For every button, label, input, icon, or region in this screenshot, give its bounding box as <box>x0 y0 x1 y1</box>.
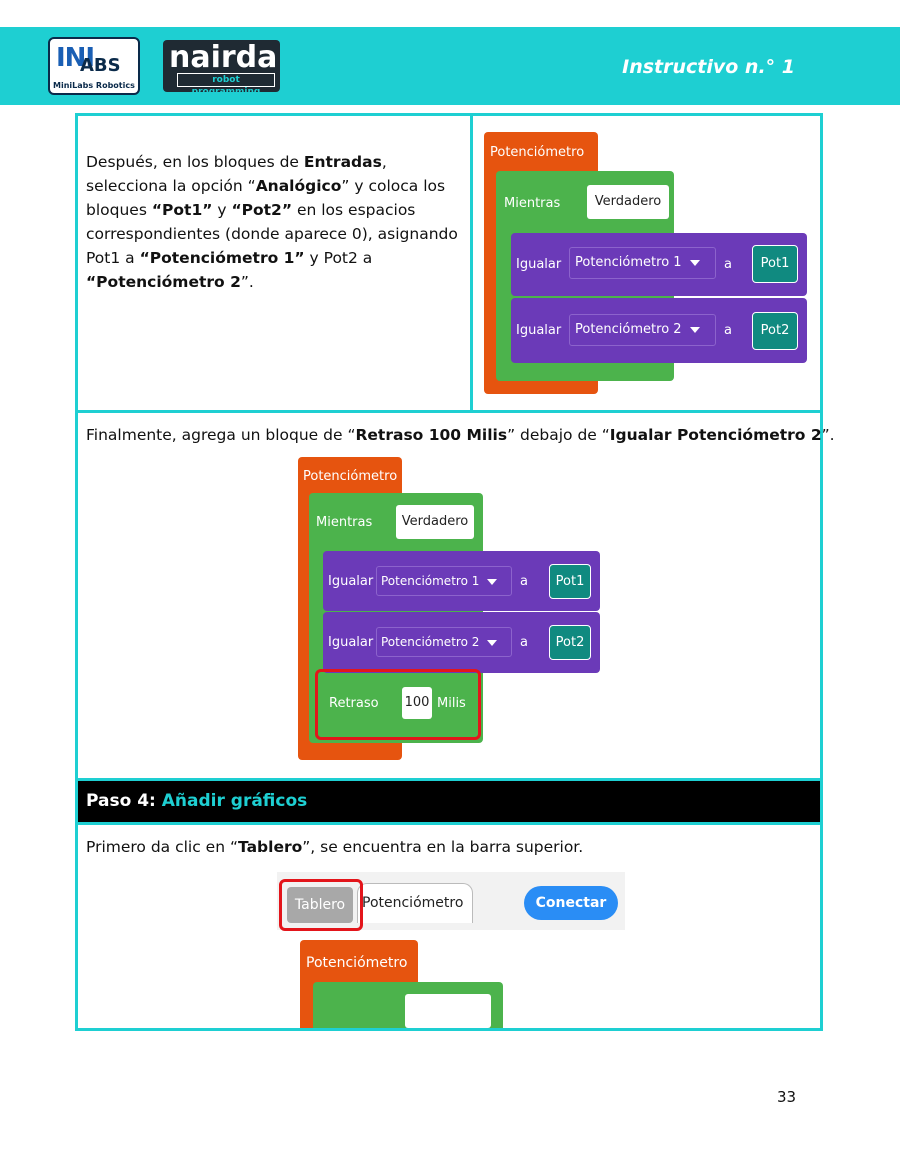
section-2-text: Finalmente, agrega un bloque de “Retraso… <box>86 426 835 444</box>
delay-block: Retraso 100 Milis <box>322 675 472 733</box>
doc-title: Instructivo n.° 1 <box>622 56 795 78</box>
minilabs-logo: INI ABS MiniLabs Robotics <box>48 37 140 95</box>
logo-mini-sub: MiniLabs Robotics <box>53 81 135 90</box>
set-block-1-label: Igualar <box>516 257 562 272</box>
section-4-text: Primero da clic en “Tablero”, se encuent… <box>86 838 584 856</box>
delay-value: 100 <box>402 687 432 719</box>
tab-program[interactable]: Potenciómetro <box>357 883 473 923</box>
tab-dashboard[interactable]: Tablero <box>287 887 353 923</box>
set-block-1-dropdown[interactable]: Potenciómetro 1 <box>569 247 716 279</box>
step-4-prefix: Paso 4: <box>86 791 162 811</box>
set-block-2-to: a <box>520 635 528 650</box>
set-block-1-to: a <box>724 257 732 272</box>
while-block-label: Mientras <box>316 515 373 530</box>
logo-mini-top: INI <box>56 43 95 73</box>
connect-button[interactable]: Conectar <box>524 886 618 920</box>
set-block-1-label: Igualar <box>328 574 374 589</box>
set-block-1: Igualar Potenciómetro 1 a Pot1 <box>511 233 807 296</box>
set-block-2-to: a <box>724 323 732 338</box>
set-block-1-dropdown[interactable]: Potenciómetro 1 <box>376 566 512 596</box>
instruction-table: Después, en los bloques de Entradas, sel… <box>75 113 835 1031</box>
dashboard-highlight <box>279 879 363 931</box>
delay-block-unit: Milis <box>437 696 466 711</box>
section-2: Finalmente, agrega un bloque de “Retraso… <box>78 413 835 781</box>
page-number: 33 <box>777 1088 797 1106</box>
logo-mini-main: ABS <box>80 55 121 76</box>
event-block-label: Potenciómetro <box>306 955 408 971</box>
set-block-2-value: Pot2 <box>752 312 798 350</box>
dropdown-caret-icon <box>689 326 700 333</box>
dropdown-caret-icon <box>487 578 498 585</box>
condition-value: Verdadero <box>587 185 669 219</box>
set-block-2-dropdown[interactable]: Potenciómetro 2 <box>569 314 716 346</box>
section-1: Después, en los bloques de Entradas, sel… <box>78 116 820 413</box>
dropdown-caret-icon <box>689 259 700 266</box>
header-band <box>0 27 900 105</box>
set-block-1-to: a <box>520 574 528 589</box>
set-block-2-label: Igualar <box>516 323 562 338</box>
nairda-logo: nairda robot programming <box>163 40 280 97</box>
while-block-label: Mientras <box>504 196 561 211</box>
event-block-label: Potenciómetro <box>303 469 398 484</box>
set-block-2-dropdown[interactable]: Potenciómetro 2 <box>376 627 512 657</box>
step-4-title: Añadir gráficos <box>161 791 308 811</box>
set-block-2: Igualar Potenciómetro 2 a Pot2 <box>323 612 600 673</box>
section-4: Primero da clic en “Tablero”, se encuent… <box>78 825 820 1028</box>
logo-nairda-main: nairda <box>169 40 278 75</box>
condition-value: Verdadero <box>396 505 474 539</box>
delay-highlight <box>315 669 481 740</box>
event-block-label: Potenciómetro <box>490 145 585 160</box>
logo-nairda-sub: robot programming <box>177 73 275 97</box>
section-1-text: Después, en los bloques de Entradas, sel… <box>86 153 458 291</box>
set-block-1-value: Pot1 <box>549 564 591 599</box>
set-block-2-label: Igualar <box>328 635 374 650</box>
column-divider <box>470 116 473 413</box>
step-4-heading: Paso 4: Añadir gráficos <box>78 781 820 825</box>
set-block-2: Igualar Potenciómetro 2 a Pot2 <box>511 298 807 363</box>
dropdown-caret-icon <box>487 639 498 646</box>
condition-value-partial <box>405 994 491 1028</box>
while-block-partial <box>313 982 503 1028</box>
set-block-2-value: Pot2 <box>549 625 591 660</box>
set-block-1: Igualar Potenciómetro 1 a Pot1 <box>323 551 600 611</box>
delay-block-label: Retraso <box>329 696 379 711</box>
set-block-1-value: Pot1 <box>752 245 798 283</box>
